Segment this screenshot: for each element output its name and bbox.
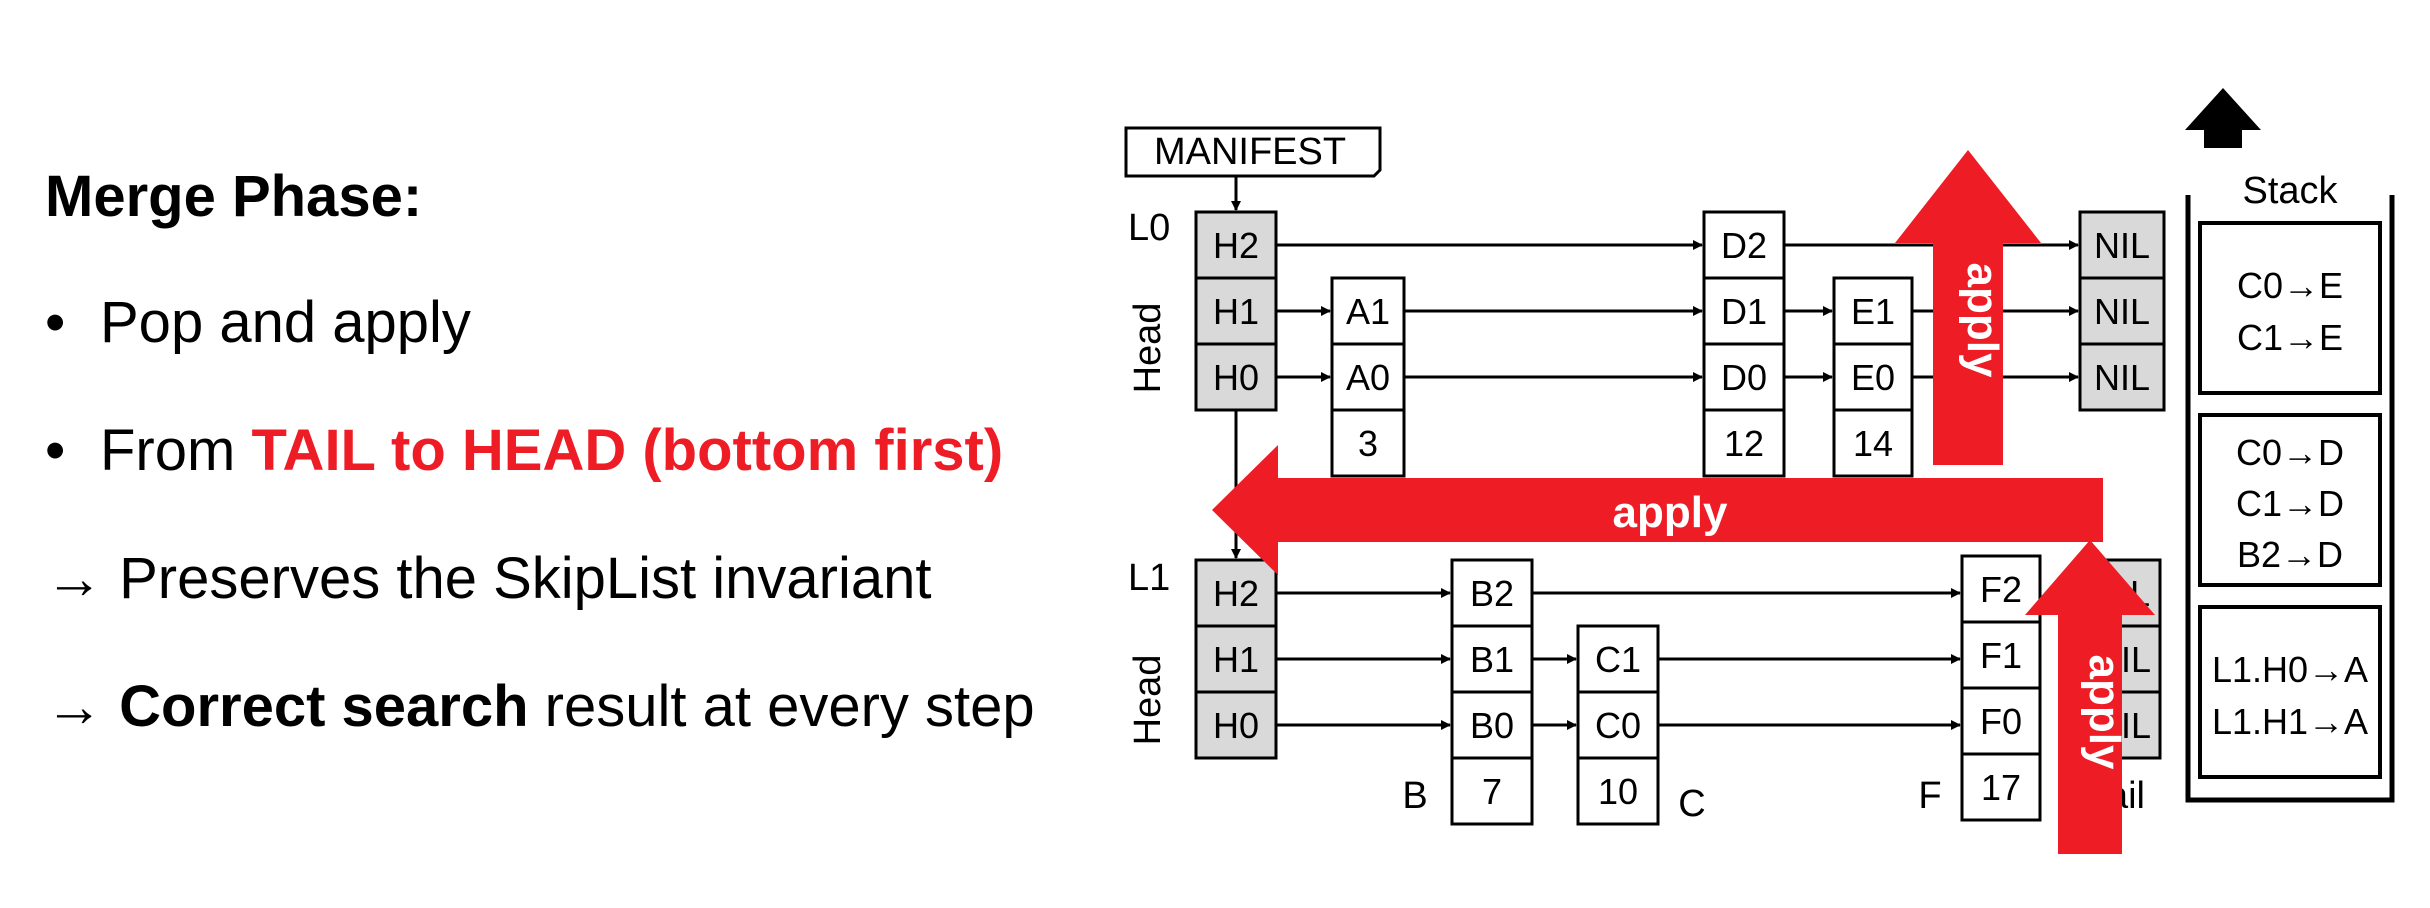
node-cell <box>1702 210 1786 280</box>
head-cell-text: H2 <box>1213 573 1259 614</box>
arrow-line-text: result at every step <box>528 674 1035 739</box>
bullet-marker: • <box>45 290 66 355</box>
bullet-pop-and-apply: Pop and apply <box>100 290 471 355</box>
stack-entry <box>2198 221 2382 395</box>
nil-cell-text: NIL <box>2094 291 2150 332</box>
stack-entry-text: L1.H1→A <box>2212 701 2368 742</box>
level1-pointers <box>1276 588 1961 730</box>
node-cell <box>1960 752 2042 822</box>
head-cell <box>1194 690 1278 760</box>
node-cell-text: A1 <box>1346 291 1390 332</box>
slide-heading: Merge Phase: <box>45 164 423 229</box>
node-cell-text: C1 <box>1595 639 1641 680</box>
node-cell <box>1702 408 1786 478</box>
stack-entry <box>2198 413 2382 587</box>
bullet-marker: • <box>45 418 66 483</box>
head-cell-text: H2 <box>1213 225 1259 266</box>
node-cell-text: 17 <box>1981 767 2021 808</box>
node-cell-text: D1 <box>1721 291 1767 332</box>
bullet-highlight: TAIL to HEAD (bottom first) <box>251 418 1004 483</box>
node-cell <box>1576 690 1660 760</box>
stack-entry-text: C0→D <box>2236 432 2344 473</box>
bullet-tail-to-head: From TAIL to HEAD (bottom first) <box>100 422 1003 480</box>
nil-cell <box>2078 210 2166 280</box>
node-cell-text: B2 <box>1470 573 1514 614</box>
stack-entry-text: C1→E <box>2237 317 2343 358</box>
head-cell-text: H0 <box>1213 357 1259 398</box>
stack-entry-text: L1.H0→A <box>2212 649 2368 690</box>
stack-entry-text: B2→D <box>2237 534 2343 575</box>
node-cell-text: E1 <box>1851 291 1895 332</box>
arrow-line-invariant: → Preserves the SkipList invariant <box>45 550 932 608</box>
node-cell-text: 3 <box>1358 423 1378 464</box>
node-cell <box>1832 276 1914 346</box>
nil-cell-text: NIL <box>2094 357 2150 398</box>
head-cell <box>1194 342 1278 412</box>
node-cell-text: F0 <box>1980 701 2022 742</box>
stack-entry-text: C0→E <box>2237 265 2343 306</box>
head-cell <box>1194 558 1278 628</box>
node-cell <box>1960 620 2042 690</box>
node-cell <box>1832 408 1914 478</box>
stack-entry <box>2198 605 2382 779</box>
node-cell <box>1576 756 1660 826</box>
head-cell-text: H0 <box>1213 705 1259 746</box>
level-label: L0 <box>1128 207 1170 249</box>
apply-label: apply <box>2080 655 2129 770</box>
nil-cell <box>2078 342 2166 412</box>
arrow-line-correct-search: → Correct search result at every step <box>45 678 1035 736</box>
stack-entry-text: C1→D <box>2236 483 2344 524</box>
node-cell-text: D0 <box>1721 357 1767 398</box>
head-cell-text: H1 <box>1213 639 1259 680</box>
nil-cell-text: IL <box>2121 705 2151 746</box>
node-cell-text: 7 <box>1482 771 1502 812</box>
head-cell-text: H1 <box>1213 291 1259 332</box>
node-cell-text: A0 <box>1346 357 1390 398</box>
nil-cell <box>2078 276 2166 346</box>
head-cell <box>1194 276 1278 346</box>
node-cell-text: C0 <box>1595 705 1641 746</box>
apply-up-arrow-bottom <box>2025 540 2155 854</box>
head-label: Head <box>1127 655 1169 746</box>
node-cell-text: 14 <box>1853 423 1893 464</box>
node-label: C <box>1678 783 1705 825</box>
head-label: Head <box>1127 303 1169 394</box>
manifest-label: MANIFEST <box>1154 131 1346 173</box>
text-panel: Merge Phase: • Pop and apply • From TAIL… <box>0 0 1100 908</box>
arrow-line-bold: Correct search <box>119 674 529 739</box>
node-cell-text: F1 <box>1980 635 2022 676</box>
node-cell <box>1330 408 1406 478</box>
node-cell-text: 12 <box>1724 423 1764 464</box>
apply-up-arrow-top <box>1895 150 2041 465</box>
level-label: L1 <box>1128 557 1170 599</box>
node-cell-text: B0 <box>1470 705 1514 746</box>
apply-label: apply <box>1613 488 1728 537</box>
nil-cell-text: IL <box>2121 639 2151 680</box>
manifest-box <box>1124 126 1382 178</box>
node-cell-text: E0 <box>1851 357 1895 398</box>
bullet-prefix: From <box>100 418 252 483</box>
apply-left-arrow <box>1212 445 2103 575</box>
node-cell-text: F2 <box>1980 569 2022 610</box>
node-cell-text: B1 <box>1470 639 1514 680</box>
node-cell <box>1450 756 1534 826</box>
node-cell-text: D2 <box>1721 225 1767 266</box>
nil-cell-text: NIL <box>2094 225 2150 266</box>
stack-container <box>2185 195 2395 803</box>
node-cell <box>1702 276 1786 346</box>
node-label: F <box>1918 775 1941 817</box>
arrow-line-text: Preserves the SkipList invariant <box>119 546 932 611</box>
arrow-marker: → <box>45 546 103 611</box>
node-cell-text: 10 <box>1598 771 1638 812</box>
arrow-marker: → <box>45 674 103 739</box>
node-cell <box>1960 686 2042 756</box>
node-label: B <box>1402 775 1427 817</box>
stack-label: Stack <box>2242 170 2338 212</box>
apply-label: apply <box>1958 263 2007 378</box>
